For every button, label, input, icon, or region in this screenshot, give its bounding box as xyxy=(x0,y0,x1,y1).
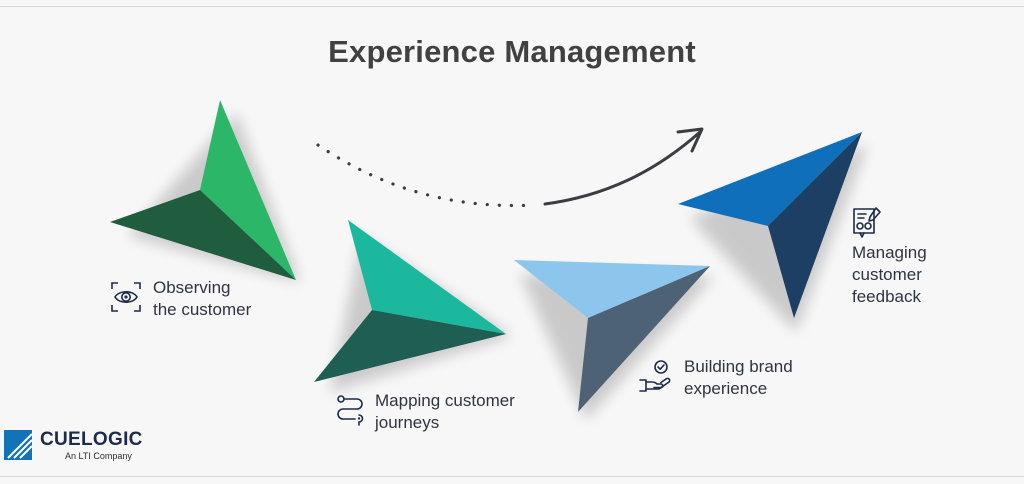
step-managing-line1: Managing xyxy=(852,243,927,262)
step-building-line2: experience xyxy=(684,379,768,398)
step-observing-line1: Observing xyxy=(153,278,231,297)
arrow-managing-top-facet xyxy=(678,132,862,226)
arrow-mapping xyxy=(314,220,506,382)
brand-logo: CUELOGIC An LTI Company xyxy=(4,428,154,464)
arrow-building xyxy=(514,260,710,412)
step-mapping-line1: Mapping customer xyxy=(375,391,515,410)
step-observing-label: Observing the customer xyxy=(153,277,251,321)
step-managing-line3: feedback xyxy=(852,287,921,306)
step-managing-label: Managing customer feedback xyxy=(852,242,927,308)
route-map-icon xyxy=(337,395,364,426)
arrow-observing-bottom-facet xyxy=(110,190,296,280)
step-managing-line2: customer xyxy=(852,265,922,284)
cuelogic-logo-icon xyxy=(4,430,32,460)
step-observing-line2: the customer xyxy=(153,300,252,319)
progress-curve-arrowhead xyxy=(676,127,704,153)
arrow-mapping-top-facet xyxy=(348,220,506,334)
progress-curve-dots xyxy=(316,143,537,208)
arrow-observing-top-facet xyxy=(200,100,296,280)
progress-curve-line xyxy=(543,130,702,206)
arrow-managing-bottom-facet xyxy=(768,132,862,318)
hand-badge-icon xyxy=(639,360,671,392)
step-building-line1: Building brand xyxy=(684,357,793,376)
eye-scan-icon xyxy=(111,282,141,312)
page-title: Experience Management xyxy=(328,34,696,69)
brand-tagline: An LTI Company xyxy=(65,451,132,461)
feedback-form-icon xyxy=(853,207,881,238)
arrow-building-top-facet xyxy=(514,260,710,318)
brand-name: CUELOGIC xyxy=(40,429,143,450)
top-divider xyxy=(0,6,1024,7)
progress-curve xyxy=(316,127,704,208)
step-mapping-line2: journeys xyxy=(375,413,440,432)
bottom-divider xyxy=(0,476,1024,477)
arrow-mapping-bottom-facet xyxy=(314,310,506,382)
step-building-label: Building brand experience xyxy=(684,356,793,400)
arrow-building-bottom-facet xyxy=(578,266,710,412)
arrow-observing xyxy=(110,100,296,280)
arrow-managing xyxy=(678,132,862,318)
step-mapping-label: Mapping customer journeys xyxy=(375,390,515,434)
